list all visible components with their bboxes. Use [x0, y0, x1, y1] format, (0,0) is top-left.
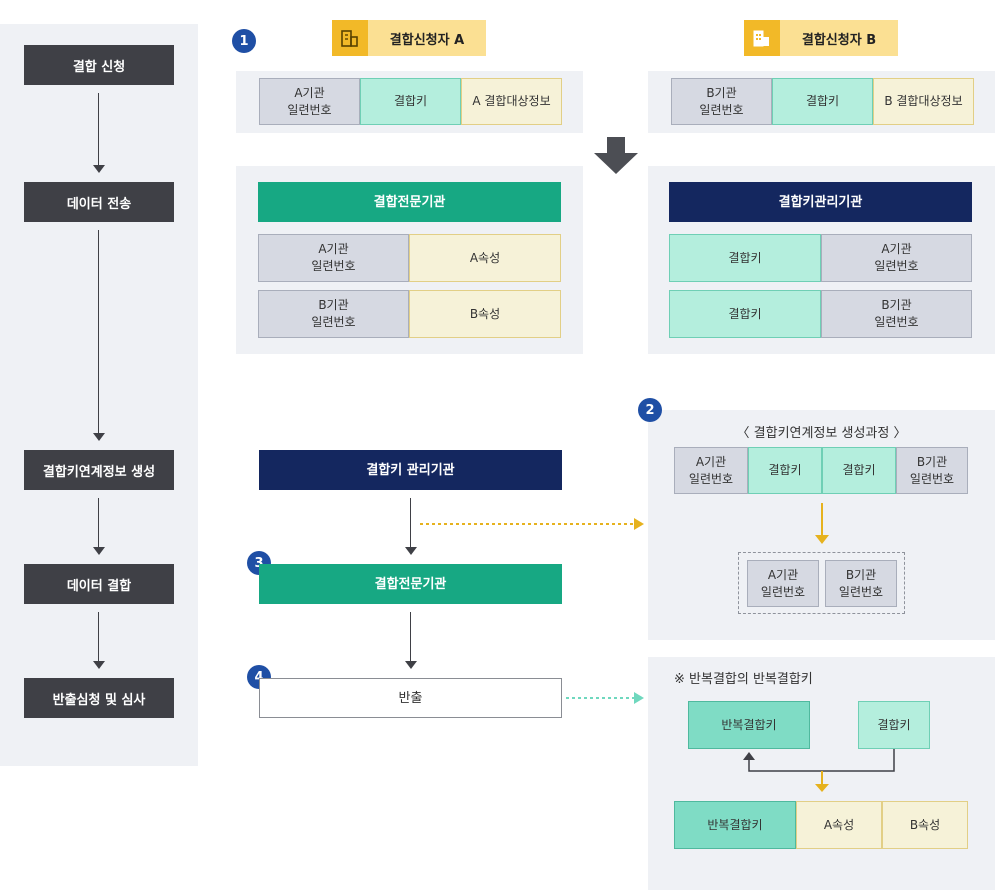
- applicant-a-label: 결합신청자 A: [368, 20, 486, 56]
- step-connector: [98, 498, 99, 547]
- km-a-serial: A기관 일련번호: [821, 234, 972, 282]
- key-top: 결합키: [858, 701, 930, 749]
- result-a-serial: A기관 일련번호: [747, 560, 819, 607]
- step-panel: [0, 24, 198, 766]
- step-arrow: [93, 547, 105, 555]
- flow-expert: 결합전문기관: [259, 564, 562, 604]
- flow-key-manager: 결합키 관리기관: [259, 450, 562, 490]
- flow-arrow: [405, 547, 417, 555]
- building-icon: [744, 20, 780, 56]
- a-serial: A기관 일련번호: [259, 78, 360, 125]
- step-link-info: 결합키연계정보 생성: [24, 450, 174, 490]
- flow-connector: [410, 498, 411, 547]
- expert-title: 결합전문기관: [258, 182, 561, 222]
- process-title: 〈 결합키연계정보 생성과정 〉: [736, 426, 907, 441]
- km-key-b: 결합키: [669, 290, 821, 338]
- expert-a-attr: A속성: [409, 234, 561, 282]
- repeat-b-attr: B속성: [882, 801, 968, 849]
- dotted-arrow-yellow: [420, 516, 646, 535]
- km-b-serial: B기관 일련번호: [821, 290, 972, 338]
- b-serial: B기관 일련번호: [671, 78, 772, 125]
- step-apply: 결합 신청: [24, 45, 174, 85]
- process-key-2: 결합키: [822, 447, 896, 494]
- building-icon: [332, 20, 368, 56]
- repeat-key-bottom: 반복결합키: [674, 801, 796, 849]
- step-export-review: 반출심청 및 심사: [24, 678, 174, 718]
- step-connector: [98, 230, 99, 433]
- expert-a-serial: A기관 일련번호: [258, 234, 409, 282]
- process-result-frame: [738, 552, 905, 614]
- applicant-b: 결합신청자 B: [744, 20, 898, 56]
- step-transfer: 데이터 전송: [24, 182, 174, 222]
- expert-b-serial: B기관 일련번호: [258, 290, 409, 338]
- expert-b-attr: B속성: [409, 290, 561, 338]
- down-arrow-icon: [594, 137, 638, 179]
- step-connector: [98, 93, 99, 165]
- flow-connector: [410, 612, 411, 661]
- process-key-1: 결합키: [748, 447, 822, 494]
- step-combine: 데이터 결합: [24, 564, 174, 604]
- step-arrow: [93, 661, 105, 669]
- process-arrow: [814, 503, 830, 549]
- repeat-title: ※ 반복결합의 반복결합키: [674, 672, 813, 687]
- flow-export: 반출: [259, 678, 562, 718]
- step-connector: [98, 612, 99, 661]
- repeat-a-attr: A속성: [796, 801, 882, 849]
- step-arrow: [93, 165, 105, 173]
- a-key: 결합키: [360, 78, 461, 125]
- repeat-connector: [742, 749, 898, 797]
- step-arrow: [93, 433, 105, 441]
- km-key-a: 결합키: [669, 234, 821, 282]
- b-target-info: B 결합대상정보: [873, 78, 974, 125]
- process-a-serial: A기관 일련번호: [674, 447, 748, 494]
- badge-1: 1: [232, 29, 256, 53]
- a-target-info: A 결합대상정보: [461, 78, 562, 125]
- applicant-b-label: 결합신청자 B: [780, 20, 898, 56]
- key-manager-title: 결합키관리기관: [669, 182, 972, 222]
- flow-arrow: [405, 661, 417, 669]
- result-b-serial: B기관 일련번호: [825, 560, 897, 607]
- dotted-arrow-mint: [566, 690, 646, 709]
- repeat-key-top: 반복결합키: [688, 701, 810, 749]
- process-b-serial: B기관 일련번호: [896, 447, 968, 494]
- b-key: 결합키: [772, 78, 873, 125]
- applicant-a: 결합신청자 A: [332, 20, 486, 56]
- badge-2: 2: [638, 398, 662, 422]
